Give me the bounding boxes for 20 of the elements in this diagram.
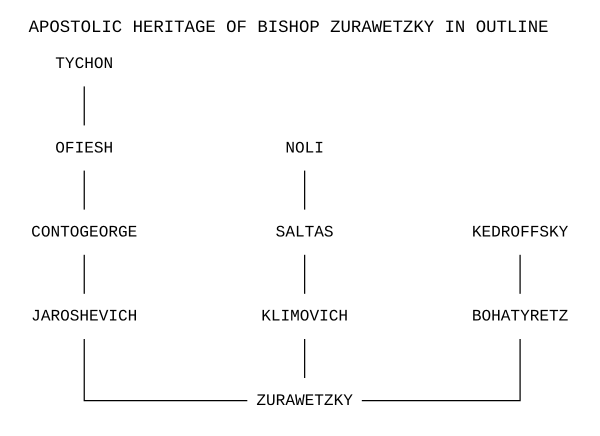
connector bbox=[84, 86, 85, 126]
node-text: KEDROFFSKY bbox=[472, 223, 568, 242]
node-text: ZURAWETZKY bbox=[256, 392, 353, 410]
node-text: OFIESH bbox=[55, 139, 114, 158]
diagram-title: APOSTOLIC HERITAGE OF BISHOP ZURAWETZKY IN OUTLINE bbox=[28, 18, 549, 38]
connector bbox=[84, 170, 85, 210]
connector bbox=[84, 254, 85, 294]
node-text: SALTAS bbox=[276, 223, 334, 242]
connector bbox=[304, 254, 306, 294]
connector bbox=[84, 339, 248, 402]
node-text: JAROSHEVICH bbox=[31, 308, 138, 326]
connector bbox=[304, 339, 306, 378]
node-text: BOHATYRETZ bbox=[472, 308, 568, 326]
connector bbox=[519, 254, 521, 294]
node-text: NOLI bbox=[285, 139, 324, 158]
connector bbox=[304, 170, 306, 210]
connector bbox=[362, 339, 521, 402]
node-text: KLIMOVICH bbox=[261, 308, 348, 326]
node-text: TYCHON bbox=[55, 55, 114, 74]
node-text: CONTOGEORGE bbox=[31, 223, 138, 242]
